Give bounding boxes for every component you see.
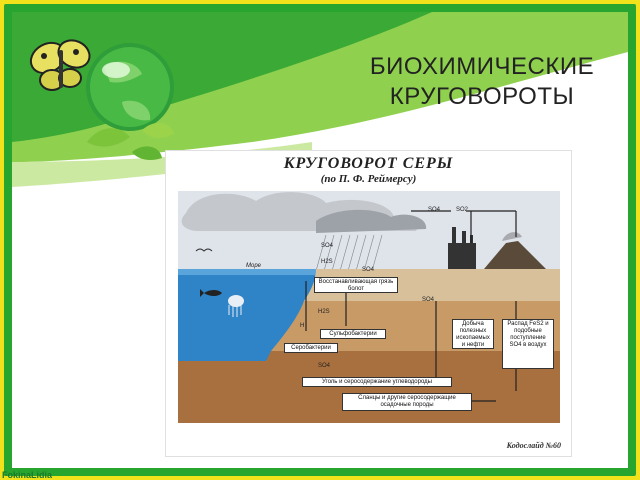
serobacteria-box: Серобактерии <box>284 343 338 353</box>
h-soil-label: H <box>300 323 305 329</box>
figure-title: КРУГОВОРОТ СЕРЫ <box>283 155 454 172</box>
so2-sky-label: SO2 <box>456 207 469 213</box>
slide-title: БИОХИМИЧЕСКИЕ КРУГОВОРОТЫ <box>342 52 622 112</box>
shale-box: Сланцы и другие серосодержащие осадочные… <box>342 393 472 411</box>
coal-box: Уголь и серосодержание углеводороды <box>302 377 452 387</box>
factory <box>448 227 476 269</box>
swamp-box: Восстанавливающая грязь болот <box>314 277 398 293</box>
sulfur-cycle-figure: КРУГОВОРОТ СЕРЫ (по П. Ф. Реймерсу) <box>165 150 572 457</box>
decay-box: Распад FeS2 и подобные поступление SO4 в… <box>502 319 554 369</box>
figure-subtitle: (по П. Ф. Реймерсу) <box>320 173 417 185</box>
so4-sky-label-1: SO4 <box>428 207 441 213</box>
rain <box>315 234 383 272</box>
volcano <box>484 241 546 269</box>
jellyfish <box>228 295 244 307</box>
h2s-soil-label: H2S <box>318 309 330 315</box>
butterfly-icon <box>29 39 91 91</box>
slide-title-line1: БИОХИМИЧЕСКИЕ <box>369 53 595 80</box>
figure-credit: Кодослайд №60 <box>506 441 561 450</box>
sulfobacteria-box: Сульфобактерии <box>320 329 386 339</box>
fish <box>200 289 222 297</box>
h2s-air-label: H2S <box>321 259 333 265</box>
so4-soil-label: SO4 <box>318 363 331 369</box>
birds <box>195 248 213 252</box>
mining-box: Добыча полезных ископаемых и нефти <box>452 319 494 349</box>
sea-label: Море <box>246 263 262 269</box>
slide-footer: FokinaLidia <box>2 470 53 480</box>
sulfur-cycle-illustration <box>178 191 560 423</box>
so4-right-label: SO4 <box>422 297 435 303</box>
dark-cloud <box>316 209 427 233</box>
so4-ground-label: SO4 <box>362 267 375 273</box>
so4-rain-label: SO4 <box>321 243 334 249</box>
slide-title-line2: КРУГОВОРОТЫ <box>389 83 575 110</box>
